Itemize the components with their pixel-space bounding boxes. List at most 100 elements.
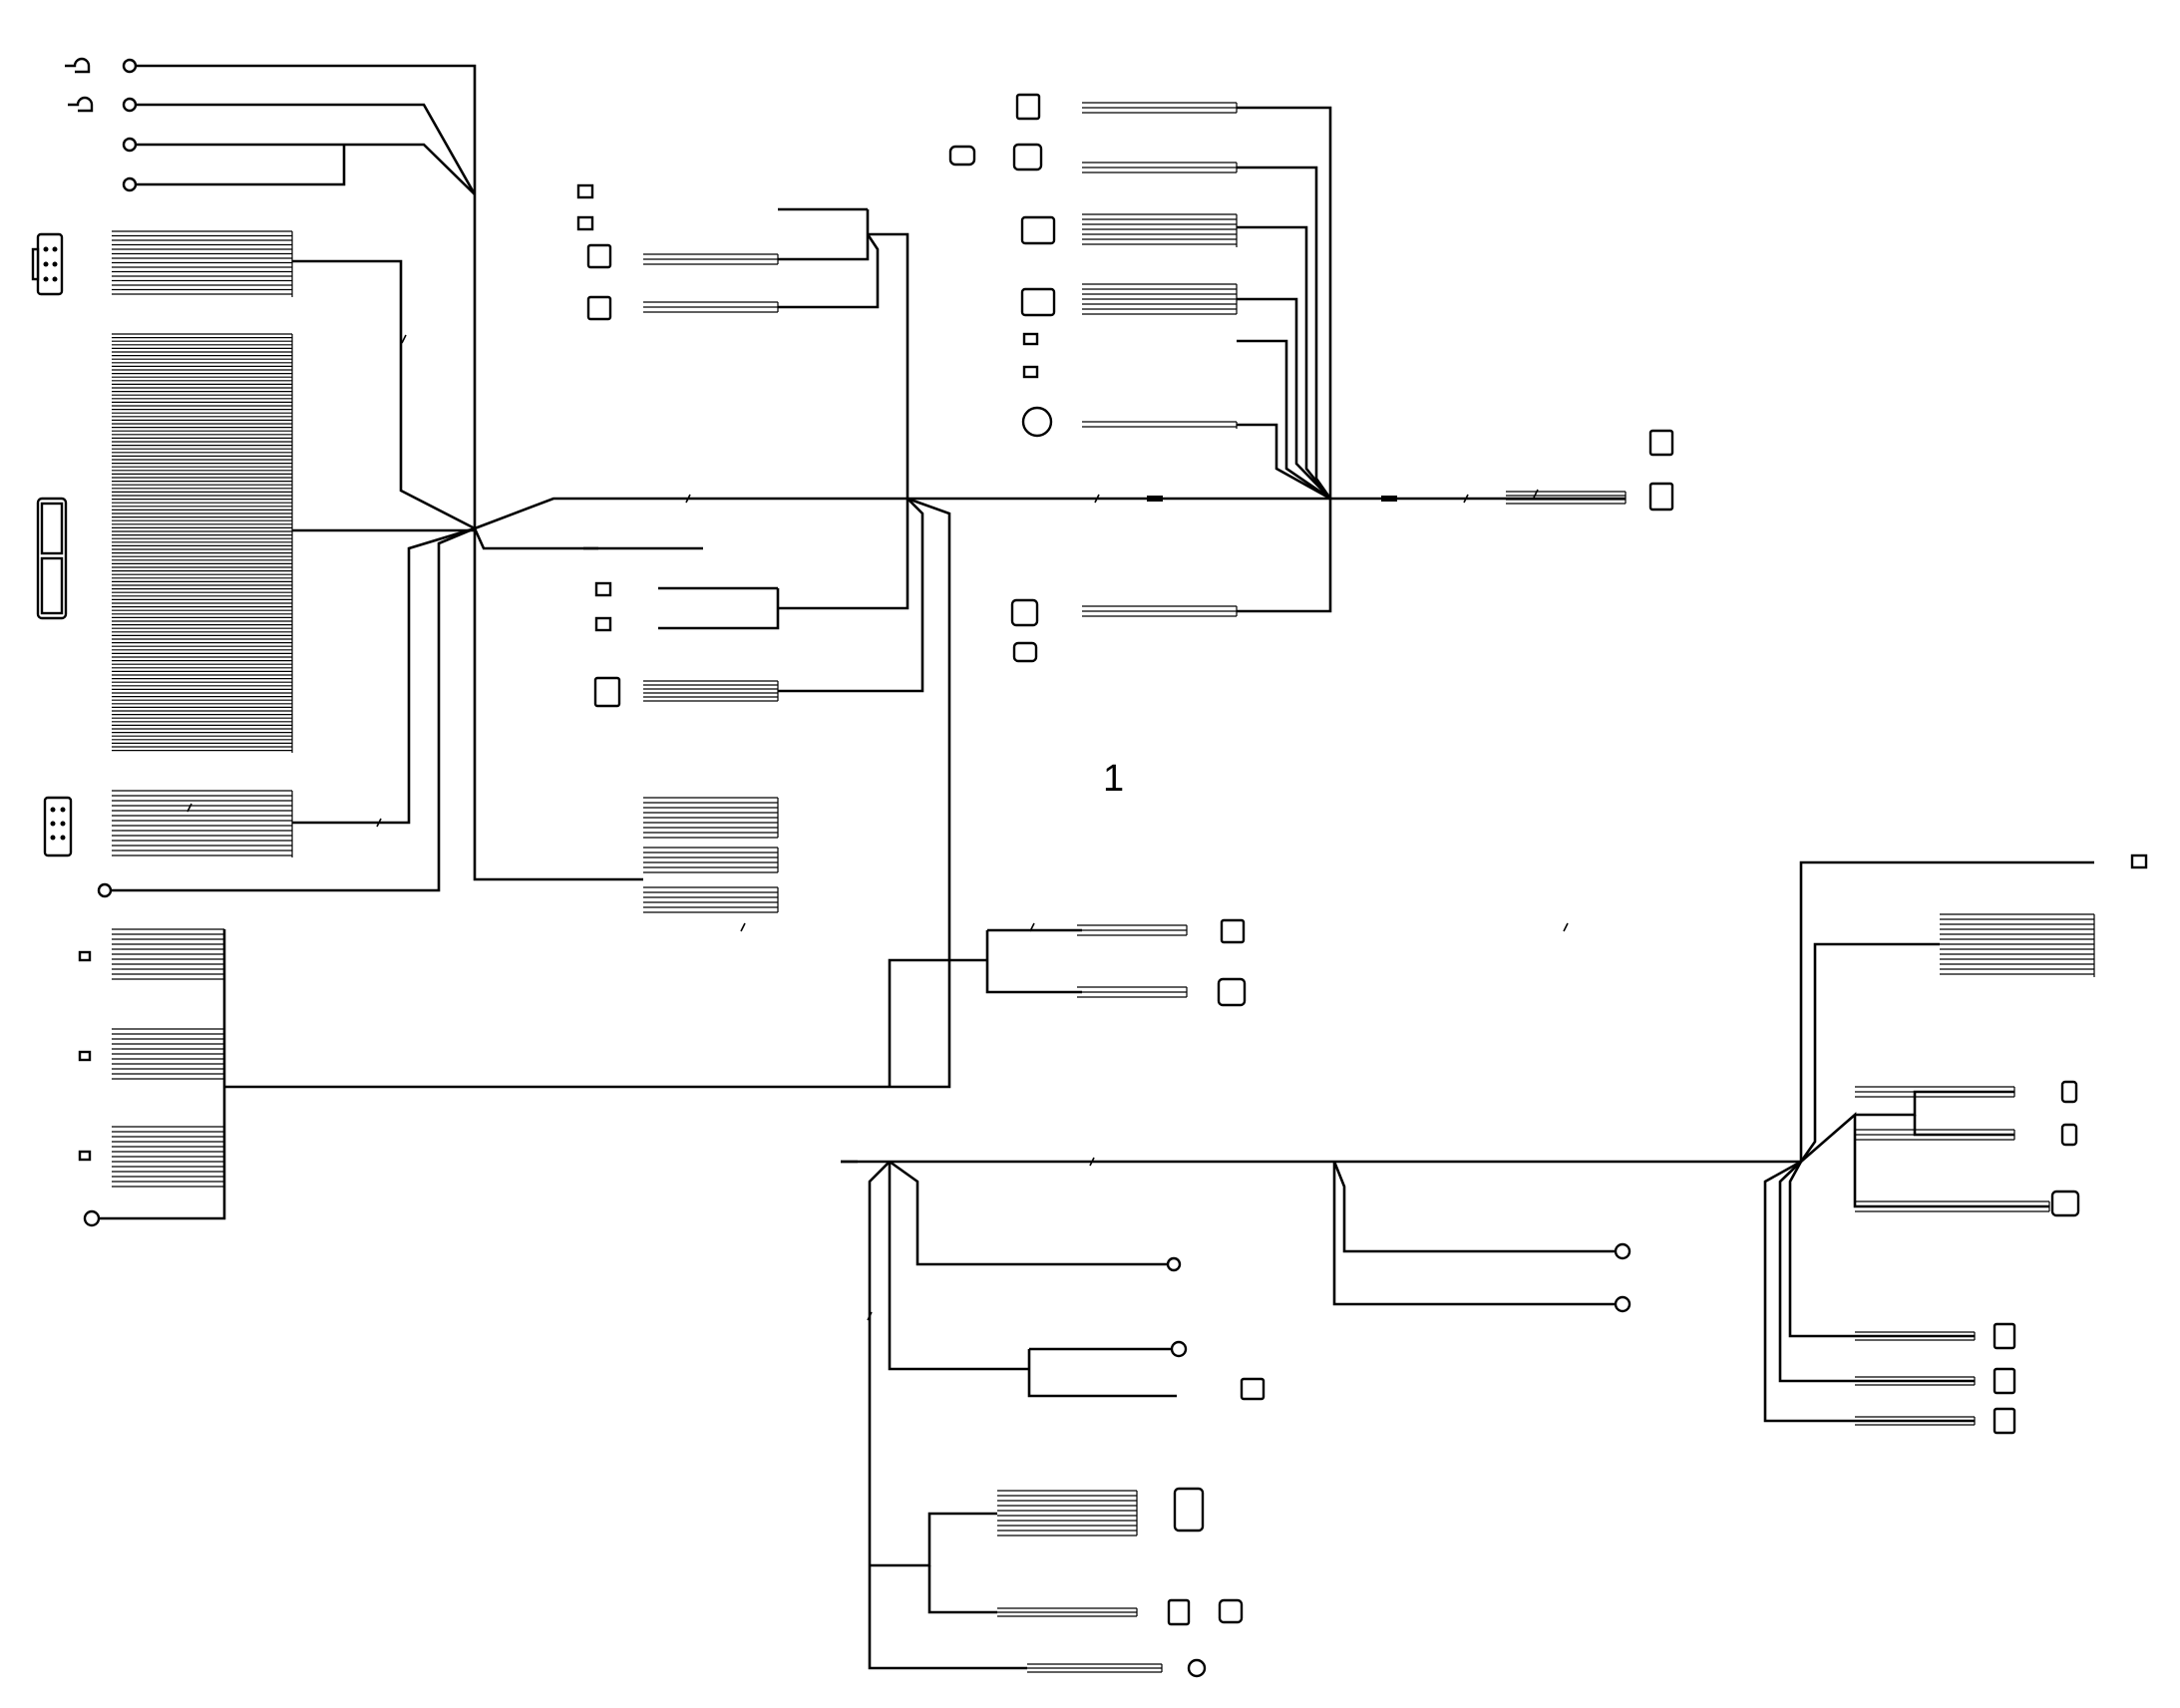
sensor-connector-4 xyxy=(1012,641,1038,663)
reference-number: 1 xyxy=(1103,758,1125,800)
sensor-connector-2 xyxy=(1012,143,1043,171)
sensor-connector-7 xyxy=(1187,1658,1207,1678)
multi-pin-connector-upper-1 xyxy=(1020,215,1056,245)
two-pin-connector-8 xyxy=(1167,1598,1191,1626)
bundle-ecu xyxy=(112,333,293,753)
bundle-right-5 xyxy=(1855,1331,1976,1341)
wire-tick xyxy=(1563,922,1569,932)
bundle-middle-1 xyxy=(1077,924,1188,936)
wire-ticks xyxy=(186,334,1569,1321)
wire-tick xyxy=(1029,922,1035,932)
two-pin-connector-7 xyxy=(1220,918,1246,944)
wire-tick xyxy=(1094,494,1100,504)
bundle-upper-1 xyxy=(1082,102,1238,114)
multi-pin-connector-left-top xyxy=(31,232,64,296)
sensor-connector-left-3 xyxy=(78,1150,92,1162)
ring-terminal-6 xyxy=(83,1209,101,1227)
multi-pin-connector-upper-2 xyxy=(1020,287,1056,317)
bundle-connector-top-left xyxy=(112,230,293,297)
blade-terminal-4 xyxy=(594,616,612,632)
bundle-upper-2 xyxy=(1082,162,1238,173)
splice-1 xyxy=(1147,496,1163,502)
ring-terminal-4 xyxy=(122,176,138,192)
two-pin-connector-6 xyxy=(1648,482,1674,512)
wire-bundles xyxy=(112,102,2095,1673)
multi-pin-connector-left-bottom xyxy=(43,796,73,857)
wire-tick xyxy=(186,803,192,813)
bundle-right-1 xyxy=(1940,913,2095,977)
bundle-right-7 xyxy=(1855,1416,1976,1426)
bundle-mid-3 xyxy=(643,680,779,702)
bundle-middle-2 xyxy=(1077,986,1188,998)
two-pin-connector-11 xyxy=(1993,1407,2016,1435)
wire-tick xyxy=(376,818,382,828)
sensor-connector-9 xyxy=(2060,1123,2078,1147)
ecu-connector xyxy=(36,497,68,620)
bundle-right-4 xyxy=(1855,1200,2050,1212)
bundle-mid-2 xyxy=(643,301,779,313)
sensor-connector-10 xyxy=(2050,1190,2080,1217)
ring-terminal-3 xyxy=(122,137,138,153)
ring-terminal-9 xyxy=(1614,1242,1632,1260)
bundle-center-2 xyxy=(643,847,779,873)
bundle-connector-bottom-left xyxy=(112,790,293,857)
wire-tick xyxy=(1533,489,1539,499)
bundle-upper-right xyxy=(1506,491,1627,505)
bundle-center-1 xyxy=(643,797,779,839)
bundle-right-2 xyxy=(1855,1086,2015,1098)
bundle-left-1 xyxy=(112,928,225,982)
blade-terminal-2 xyxy=(576,215,594,231)
bundle-upper-4 xyxy=(1082,283,1238,315)
main-harness-trunks xyxy=(95,64,2094,1670)
sensor-connector-1 xyxy=(948,145,976,167)
sensor-connector-left-2 xyxy=(78,1050,92,1062)
ring-terminal-2 xyxy=(68,96,138,113)
two-pin-connector-2 xyxy=(586,295,612,321)
bundle-lower-1 xyxy=(997,1490,1138,1537)
sensor-connector-left-1 xyxy=(78,950,92,962)
wire-tick xyxy=(867,1311,873,1321)
bundle-upper-3 xyxy=(1082,213,1238,247)
sensor-connector-3 xyxy=(1010,598,1039,627)
blade-terminal-3 xyxy=(594,581,612,597)
bundle-lower-2 xyxy=(997,1607,1138,1617)
bundle-lower-3 xyxy=(1027,1663,1163,1673)
ring-terminal-5 xyxy=(97,882,113,898)
wire-tick xyxy=(401,334,407,344)
wire-tick xyxy=(1089,1157,1095,1167)
ring-terminal-1 xyxy=(65,57,138,74)
sensor-connector-8 xyxy=(2060,1080,2078,1104)
connectors xyxy=(31,57,2148,1678)
two-pin-connector-9 xyxy=(1993,1322,2016,1350)
two-pin-connector-4 xyxy=(1015,93,1041,121)
ring-terminal-8 xyxy=(1170,1340,1188,1358)
bundle-upper-6 xyxy=(1082,605,1238,617)
wire-tick xyxy=(740,922,746,932)
two-pin-connector-1 xyxy=(586,243,612,269)
bundle-left-3 xyxy=(112,1126,225,1188)
bundle-right-6 xyxy=(1855,1376,1976,1386)
multi-pin-connector-lower-2 xyxy=(1173,1487,1205,1533)
sensor-connector-5 xyxy=(1217,977,1247,1007)
wire-tick xyxy=(685,494,691,504)
ring-terminal-10 xyxy=(1614,1295,1632,1313)
ring-terminal-7 xyxy=(1166,1256,1182,1272)
splice-2 xyxy=(1381,496,1397,502)
blade-terminal-7 xyxy=(2130,854,2148,869)
bundle-right-3 xyxy=(1855,1129,2015,1141)
wire-tick xyxy=(1463,494,1469,504)
two-pin-connector-10 xyxy=(1993,1367,2016,1395)
blade-terminal-6 xyxy=(1022,365,1039,379)
bundle-center-3 xyxy=(643,886,779,913)
round-connector xyxy=(1021,406,1053,438)
bundle-left-2 xyxy=(112,1028,225,1082)
multi-pin-connector-lower-1 xyxy=(1240,1377,1266,1401)
bundle-mid-1 xyxy=(643,253,779,265)
bundle-upper-5 xyxy=(1082,421,1238,429)
two-pin-connector-5 xyxy=(1648,429,1674,457)
blade-terminal-5 xyxy=(1022,332,1039,346)
sensor-connector-6 xyxy=(1218,1598,1244,1624)
blade-terminal-1 xyxy=(576,183,594,199)
two-pin-connector-3 xyxy=(593,676,621,708)
